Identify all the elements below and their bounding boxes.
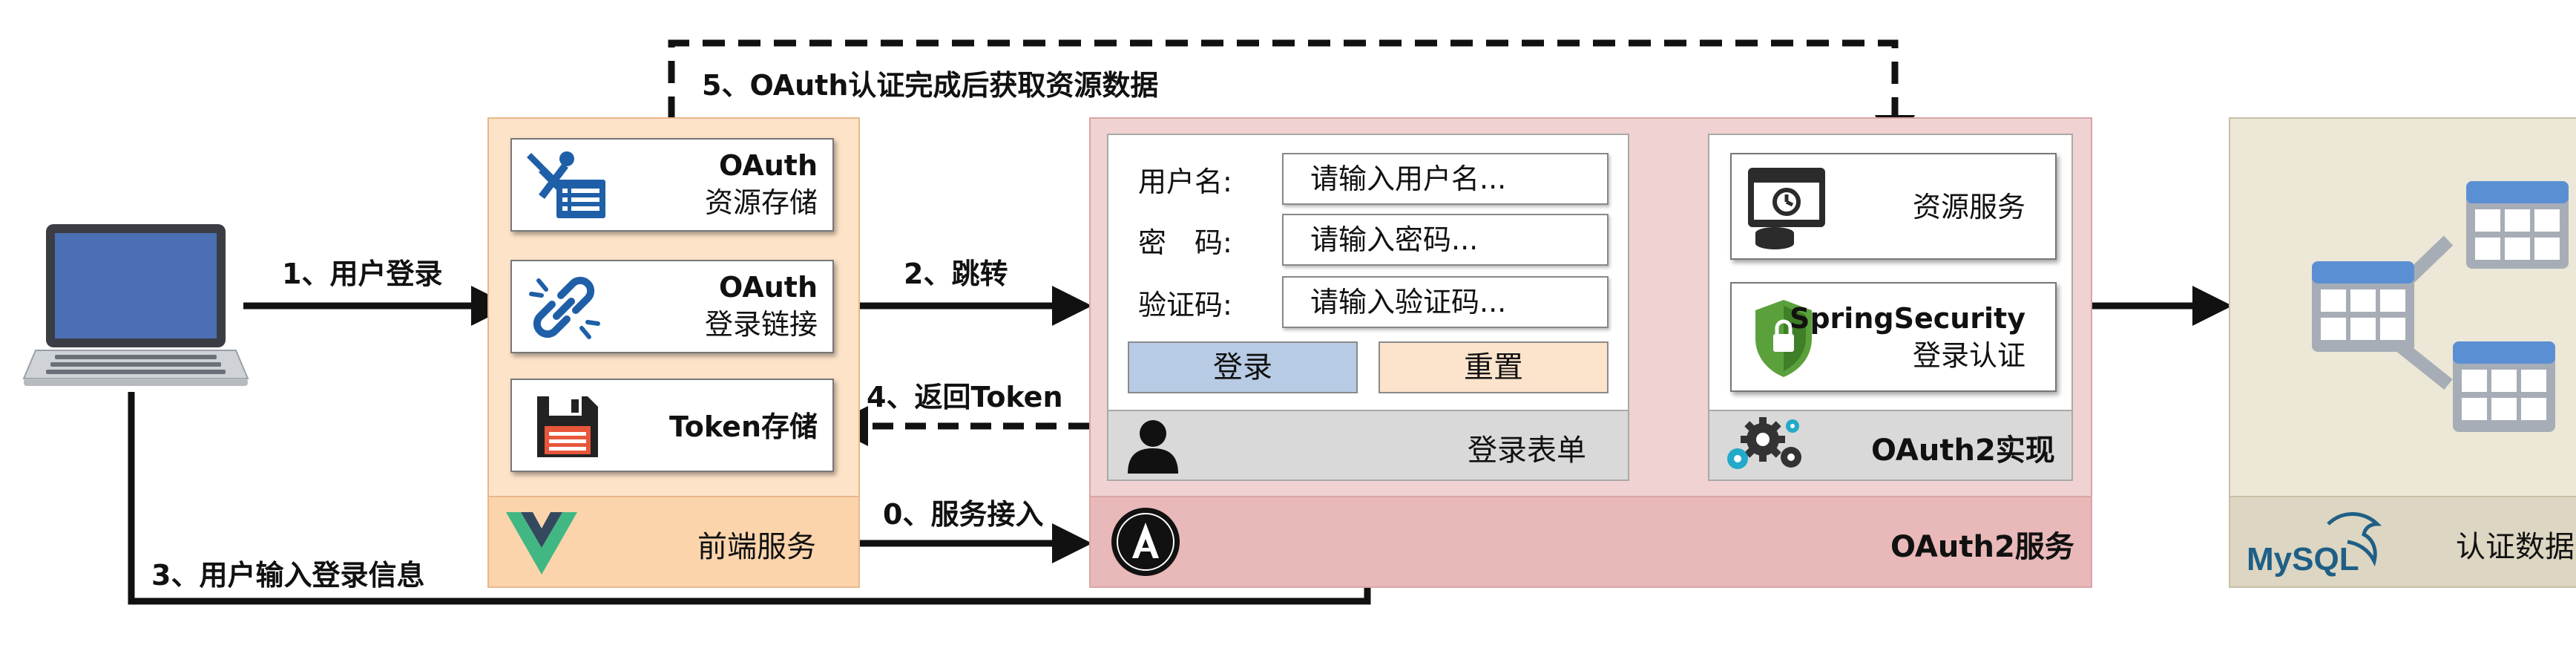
- login-button[interactable]: 登录: [1128, 341, 1358, 393]
- mysql-logo-icon: MySQL: [2247, 512, 2382, 577]
- password-input[interactable]: 请输入密码...: [1282, 214, 1609, 266]
- tools-checklist-icon: [527, 151, 605, 218]
- captcha-input[interactable]: 请输入验证码...: [1282, 276, 1609, 328]
- vue-logo-icon: [506, 512, 577, 575]
- username-input[interactable]: 请输入用户名...: [1282, 153, 1609, 205]
- table-top-right: [2466, 181, 2569, 269]
- captcha-label: 验证码:: [1138, 289, 1232, 321]
- table-network-icon: [2312, 181, 2569, 432]
- database-band-label: 认证数据: [2456, 530, 2575, 564]
- card-text: OAuth 资源存储: [705, 147, 818, 221]
- oauth-resource-storage-card: OAuth 资源存储: [510, 138, 834, 232]
- shield-icon: [1755, 300, 1812, 377]
- card-line1: Token存储: [668, 410, 818, 443]
- username-label: 用户名:: [1138, 166, 1232, 198]
- card-line2: 登录链接: [704, 308, 818, 341]
- login-form-band-label: 登录表单: [1468, 433, 1586, 468]
- database-band: [2230, 496, 2576, 586]
- card-text: SpringSecurity 登录认证: [1790, 300, 2025, 374]
- reset-button[interactable]: 重置: [1379, 341, 1609, 393]
- label-step3: 3、用户输入登录信息: [151, 559, 425, 592]
- resource-service-card: 资源服务: [1730, 153, 2057, 260]
- password-label: 密 码:: [1138, 226, 1232, 259]
- label-step4: 4、返回Token: [867, 381, 1063, 413]
- frontend-band-label: 前端服务: [697, 530, 816, 564]
- spring-security-card: SpringSecurity 登录认证: [1730, 282, 2057, 392]
- security-line1: SpringSecurity: [1789, 302, 2025, 335]
- card-text: Token存储: [669, 408, 818, 445]
- card-line2: 资源存储: [704, 186, 818, 219]
- card-line1: OAuth: [719, 271, 818, 304]
- oauth2-band: [1091, 496, 2091, 586]
- user-icon: [1128, 420, 1178, 474]
- oauth-login-link-card: OAuth 登录链接: [510, 260, 834, 353]
- arch-logo-icon: [1111, 508, 1180, 576]
- token-storage-card: Token存储: [510, 379, 834, 472]
- card-text: OAuth 登录链接: [705, 269, 818, 343]
- label-step0: 0、服务接入: [883, 498, 1044, 531]
- floppy-disk-icon: [537, 396, 598, 457]
- security-line2: 登录认证: [1912, 339, 2025, 372]
- laptop-icon: [22, 224, 249, 386]
- arrow-step5: [668, 39, 1915, 155]
- label-step2: 2、跳转: [904, 258, 1008, 290]
- oauth2-band-label: OAuth2服务: [1890, 530, 2074, 564]
- table-left: [2312, 261, 2414, 352]
- resource-service-label: 资源服务: [1912, 191, 2025, 223]
- link-icon: [529, 276, 600, 339]
- oauth2-impl-band-label: OAuth2实现: [1871, 433, 2055, 468]
- table-bottom-right: [2453, 341, 2555, 432]
- login-form-band: [1108, 410, 1628, 479]
- label-step5: 5、OAuth认证完成后获取资源数据: [702, 69, 1159, 102]
- server-database-icon: [1748, 168, 1825, 249]
- label-step1: 1、用户登录: [282, 258, 443, 290]
- card-line1: OAuth: [719, 149, 818, 182]
- mysql-logo-text: MySQL: [2247, 541, 2359, 577]
- gears-icon: [1727, 417, 1801, 469]
